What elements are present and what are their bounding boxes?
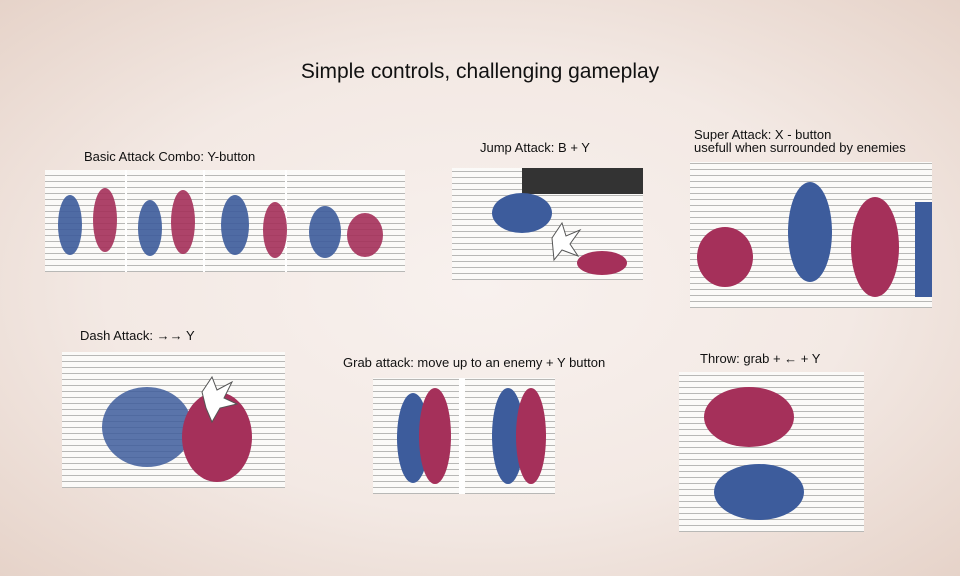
- page-title: Simple controls, challenging gameplay: [300, 60, 660, 83]
- jump-attack-illustration: [452, 168, 643, 280]
- throw-illustration: [679, 372, 864, 532]
- dash-attack-illustration: [62, 352, 285, 488]
- jump-attack-label: Jump Attack: B + Y: [480, 140, 590, 155]
- super-attack-note: usefull when surrounded by enemies: [694, 140, 906, 155]
- basic-attack-illustration: [45, 170, 405, 272]
- dash-attack-label: Dash Attack: →→ Y: [80, 328, 195, 343]
- super-attack-label: Super Attack: X - button: [694, 127, 832, 142]
- throw-label: Throw: grab + ← + Y: [700, 351, 821, 366]
- grab-attack-label: Grab attack: move up to an enemy + Y but…: [343, 355, 606, 370]
- super-attack-illustration: [690, 162, 932, 308]
- grab-attack-illustration: [373, 378, 555, 494]
- basic-attack-label: Basic Attack Combo: Y-button: [84, 149, 256, 164]
